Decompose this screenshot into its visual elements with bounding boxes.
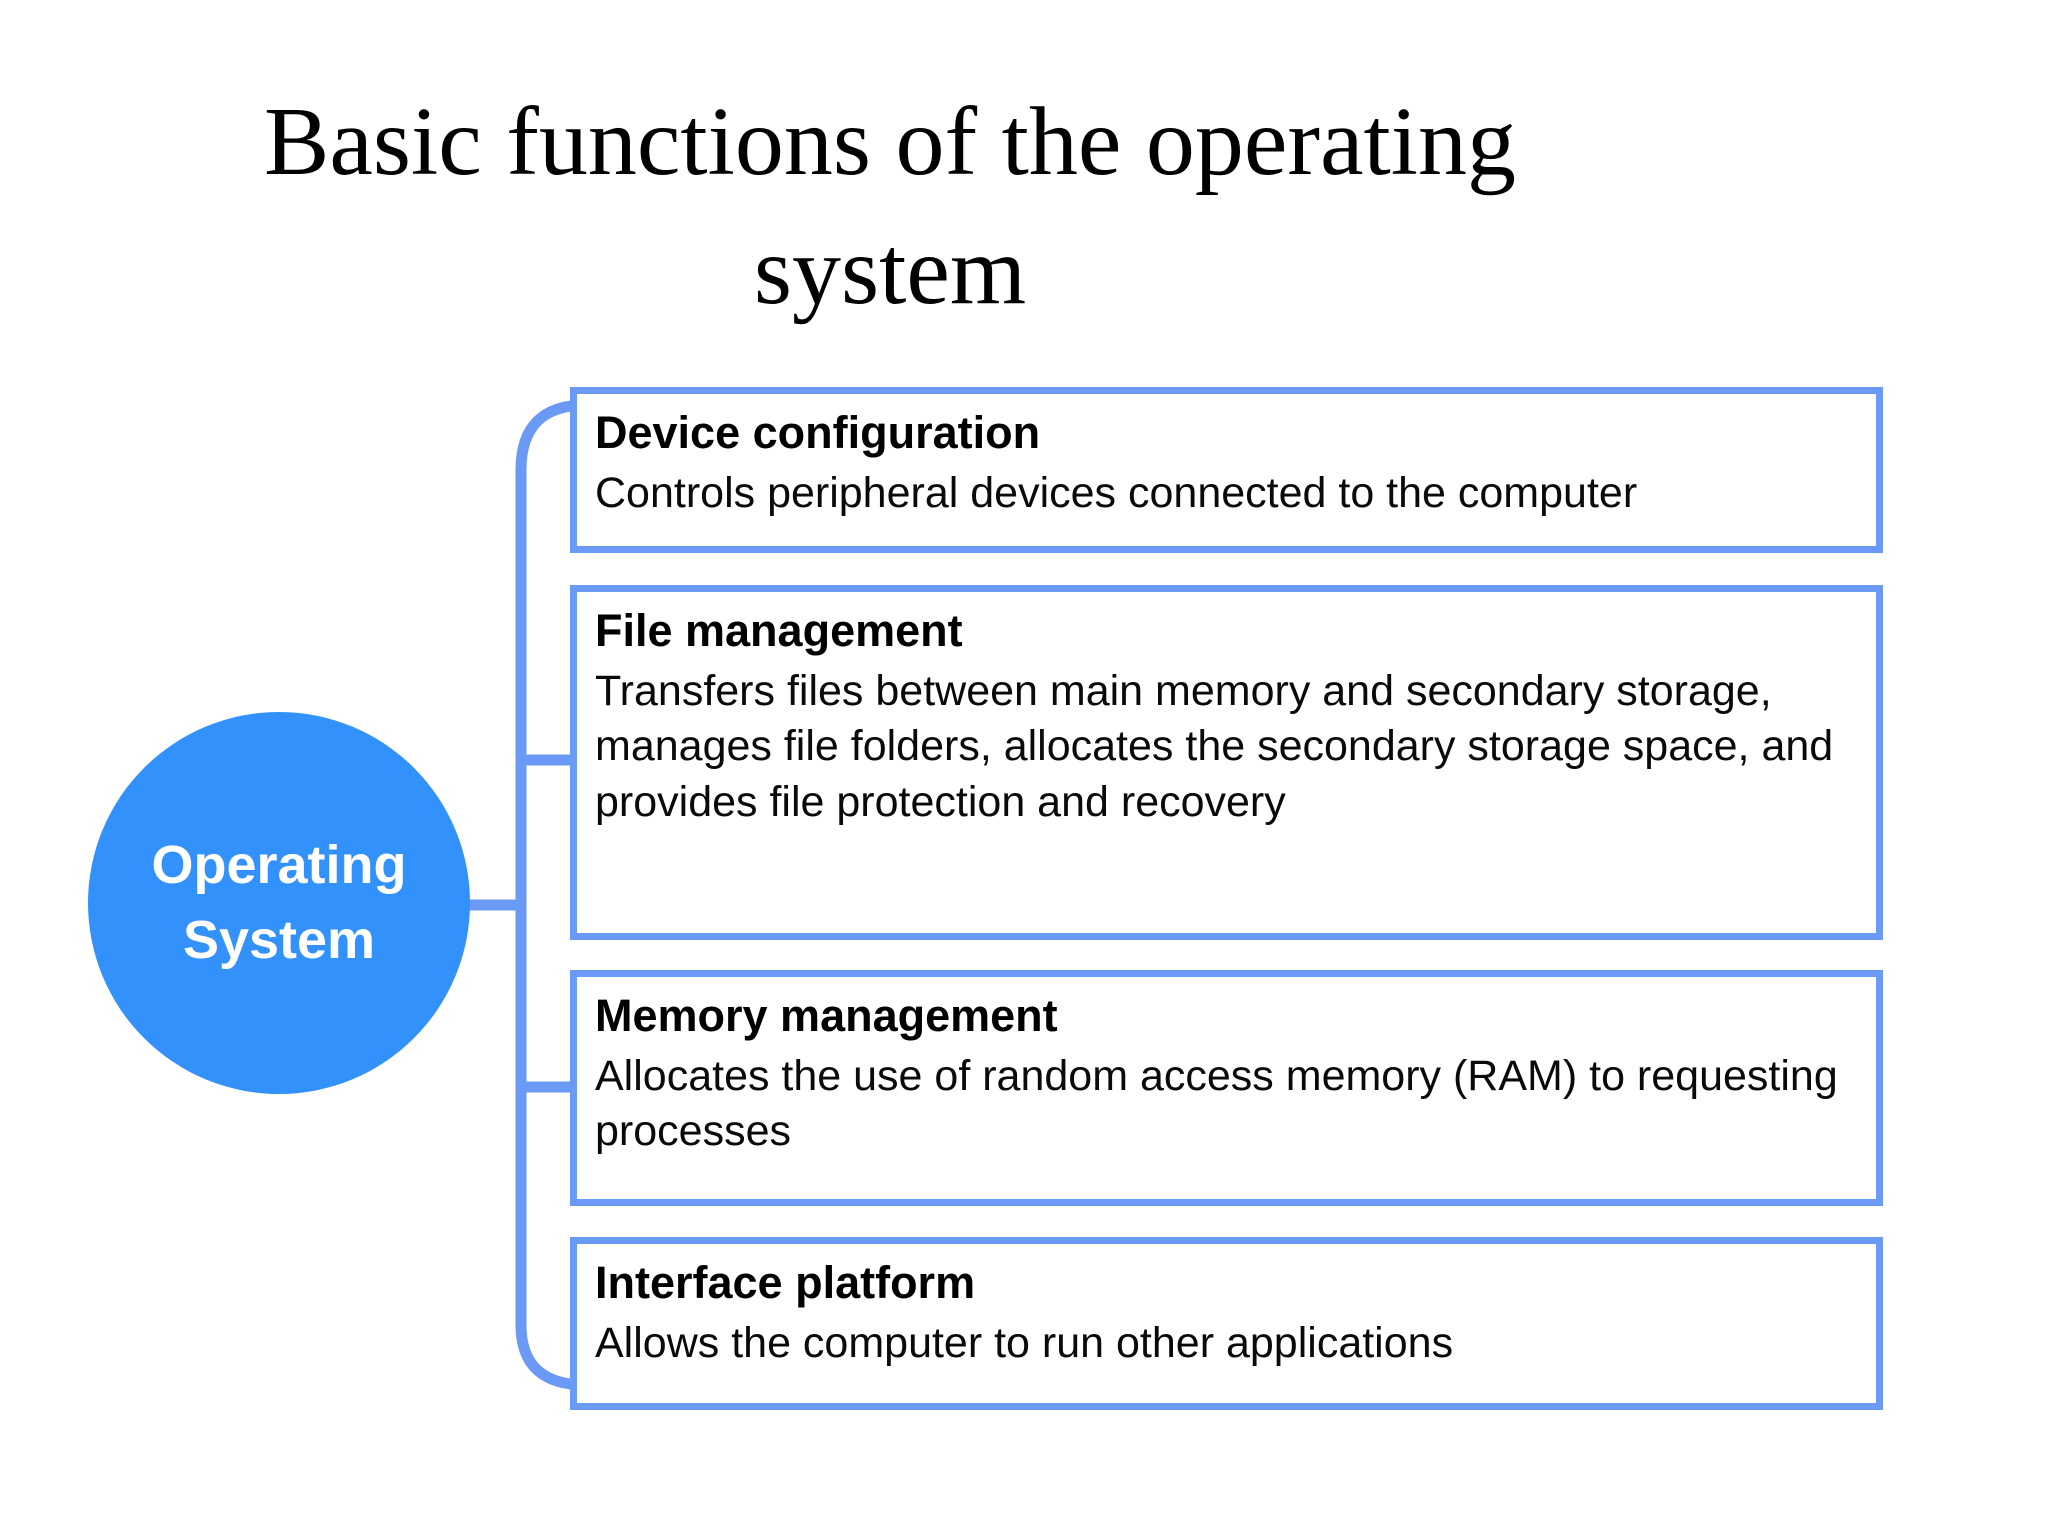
root-node-operating-system[interactable]: Operating System: [88, 712, 470, 1094]
root-node-label-line-2: System: [182, 910, 376, 970]
branch-title: Device configuration: [595, 407, 1041, 458]
branch-description: Allocates the use of random access memor…: [595, 1051, 1838, 1156]
branch-box-file-management[interactable]: File management Transfers files between …: [570, 585, 1883, 940]
page-title-line-2: system: [753, 217, 1027, 326]
branch-box-device-configuration[interactable]: Device configuration Controls peripheral…: [570, 387, 1883, 553]
root-node-label-line-1: Operating: [151, 835, 407, 896]
page-title-line-1: Basic functions of the operating: [264, 88, 1516, 196]
page-title: Basic functions of the operating system: [180, 78, 1600, 337]
branch-title: Memory management: [595, 990, 1058, 1041]
branch-box-interface-platform[interactable]: Interface platform Allows the computer t…: [570, 1237, 1883, 1410]
branch-title: Interface platform: [595, 1257, 976, 1308]
branch-description: Controls peripheral devices connected to…: [595, 468, 1638, 517]
branch-title: File management: [595, 605, 963, 656]
branch-description: Allows the computer to run other applica…: [595, 1318, 1454, 1367]
branch-box-memory-management[interactable]: Memory management Allocates the use of r…: [570, 970, 1883, 1206]
branch-description: Transfers files between main memory and …: [595, 666, 1834, 827]
